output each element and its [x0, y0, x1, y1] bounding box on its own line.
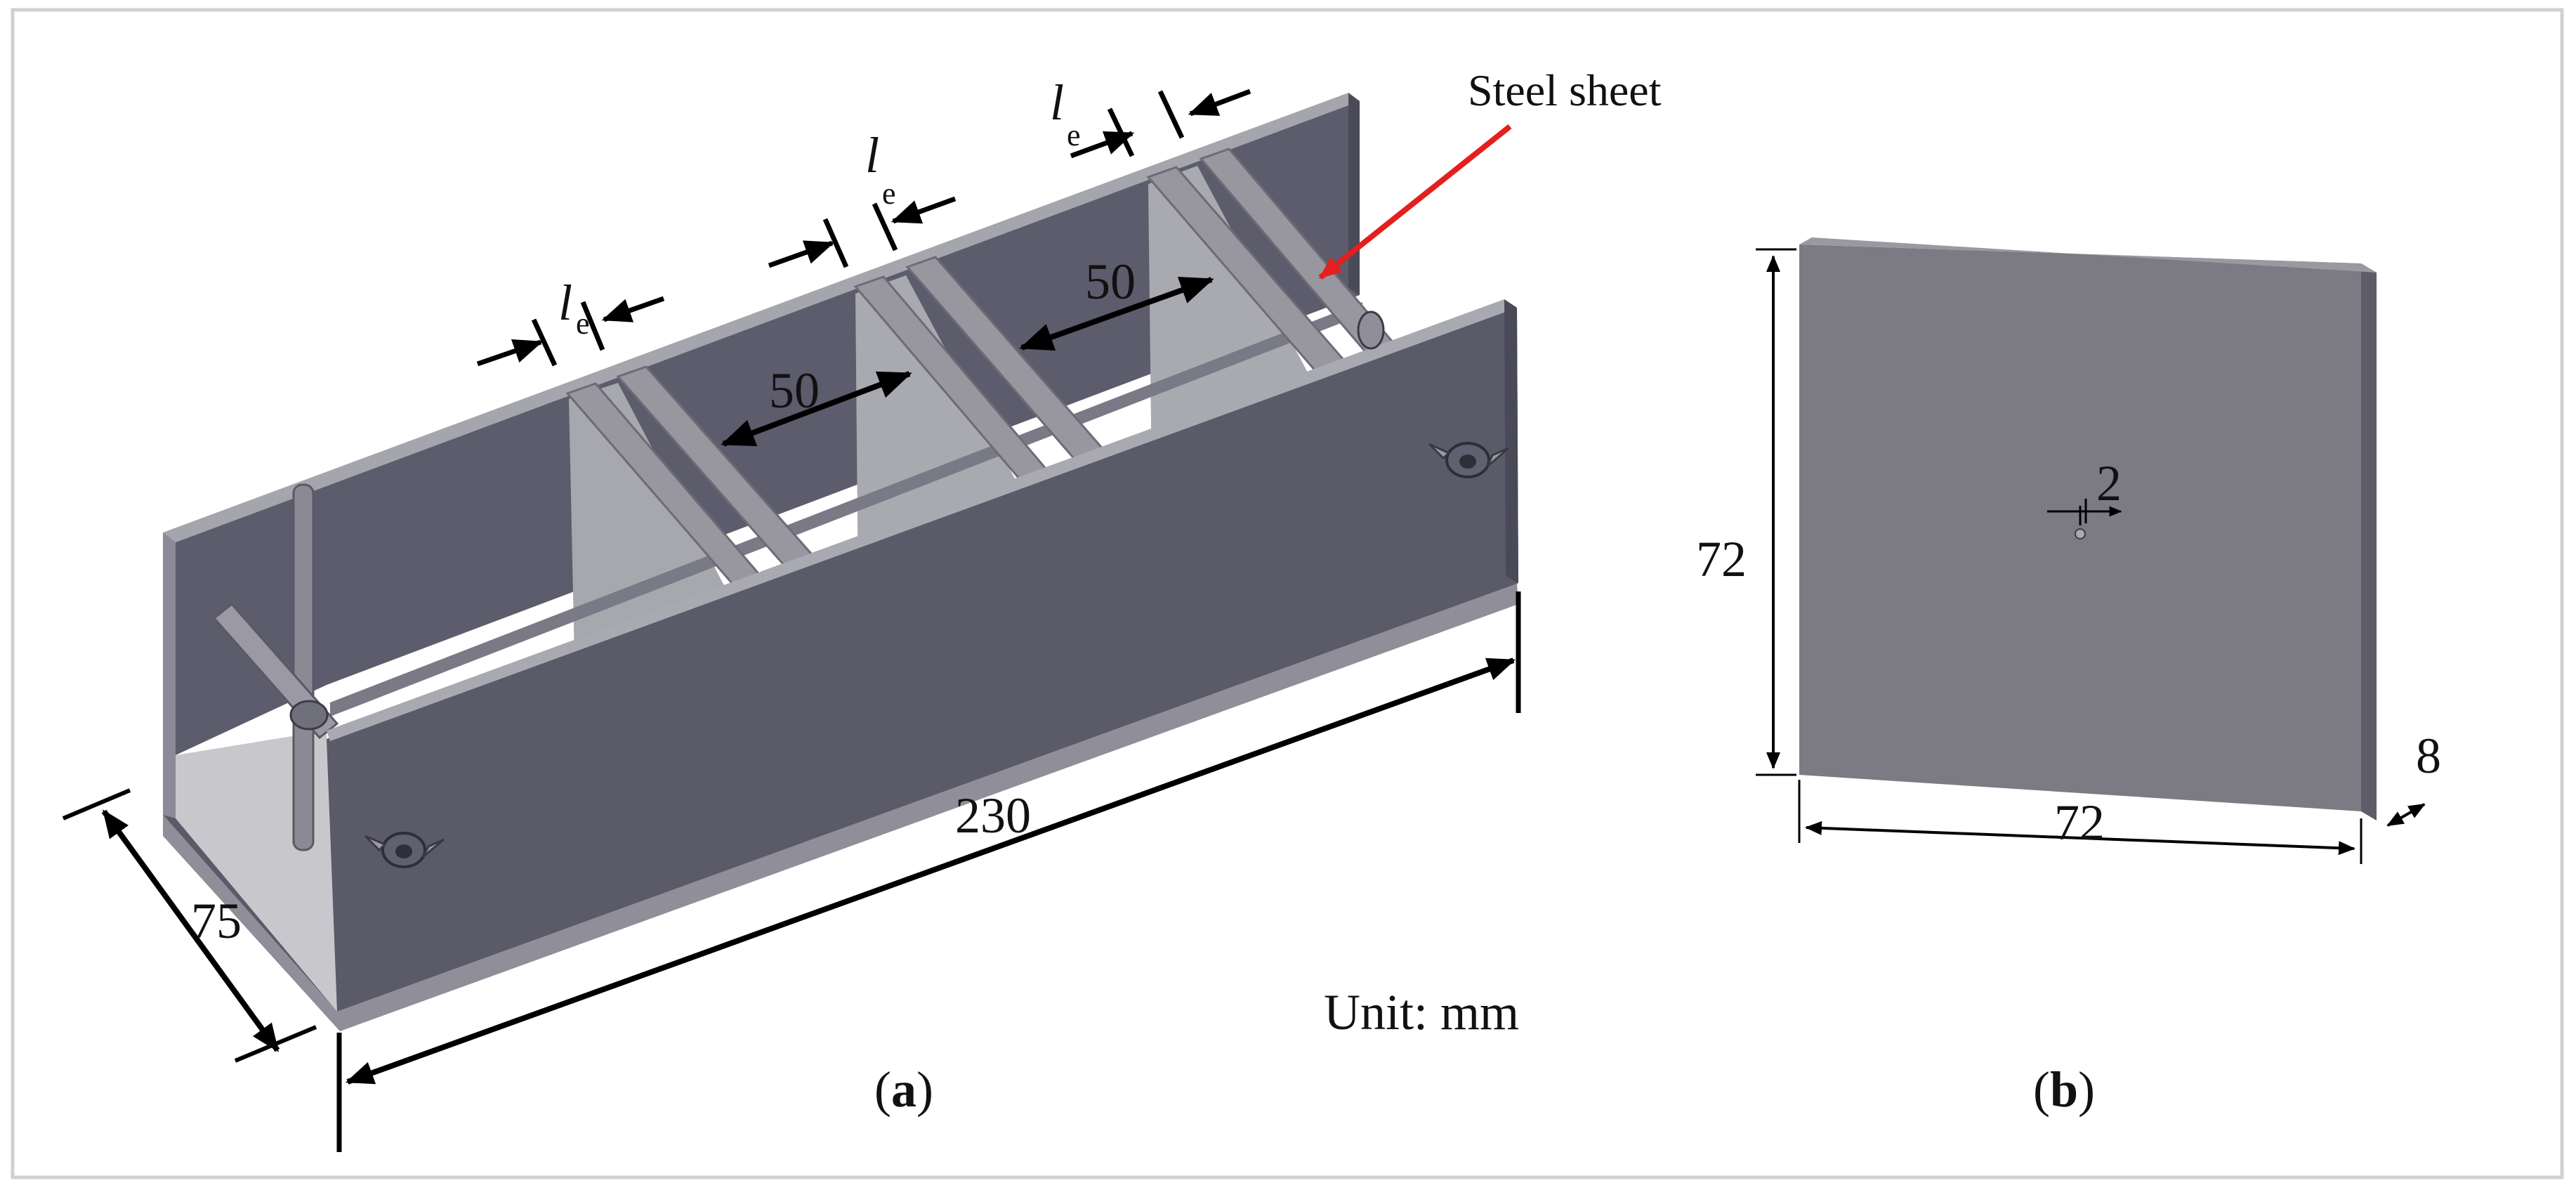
- mold-back-wall-top: [163, 93, 1360, 542]
- plate-face: [1799, 244, 2361, 811]
- thickness-dimension-line: [2386, 803, 2426, 827]
- slot-subscript-1: e: [576, 306, 590, 341]
- steel-sheet-callout-arrow: [1318, 124, 1512, 280]
- slot-dimension-2: [768, 196, 957, 268]
- slot-symbol-3: l: [1050, 74, 1064, 131]
- slot-subscript-2: e: [882, 176, 896, 211]
- spacing-value-2: 50: [1085, 254, 1136, 310]
- panel-b-label: (b): [2033, 1061, 2095, 1118]
- width-dimension-line: [101, 809, 280, 1052]
- spacing-value-1: 50: [769, 362, 820, 419]
- right-rod-end: [1357, 310, 1385, 350]
- length-dimension-line: [345, 658, 1516, 1085]
- length-value: 230: [955, 787, 1031, 844]
- plate-side-edge: [2361, 263, 2377, 820]
- slot-symbol-2: l: [865, 127, 879, 183]
- panel-a-label: (a): [874, 1061, 933, 1118]
- height-value: 72: [1696, 531, 1747, 587]
- mold-left-end-edge: [163, 532, 176, 818]
- thickness-value: 8: [2416, 728, 2441, 784]
- width-extension-top: [62, 788, 131, 820]
- slot-subscript-3: e: [1067, 118, 1081, 152]
- slot-symbol-1: l: [558, 275, 572, 331]
- left-tie-rod: [292, 483, 315, 851]
- mold-right-front-edge: [1504, 299, 1518, 583]
- mold-right-end: [1348, 93, 1360, 295]
- slot-dimension-1: [476, 296, 665, 367]
- figure-frame: [11, 8, 2564, 1179]
- width-value: 75: [191, 893, 242, 949]
- spacing-dimension-2-line: [1019, 277, 1214, 351]
- plate-width-dimension-line: [1805, 820, 2355, 856]
- plate-drawing: [1799, 237, 2377, 820]
- mold-front-wall-top: [327, 299, 1517, 741]
- spacing-dimension-1-line: [721, 371, 912, 447]
- hole-value: 2: [2096, 455, 2122, 511]
- plate-width-value: 72: [2054, 795, 2105, 851]
- left-clamp-nut: [289, 700, 329, 731]
- wing-nut-right: [1428, 442, 1509, 478]
- slot-dimension-3: [1070, 89, 1251, 159]
- plate-center-hole: [2075, 528, 2086, 540]
- steel-sheet-label: Steel sheet: [1468, 65, 1662, 115]
- unit-label: Unit: mm: [1324, 984, 1519, 1040]
- mold-inner-ledge: [330, 302, 1362, 717]
- mold-drawing: [163, 93, 1518, 1031]
- plate-top-edge: [1799, 237, 2377, 273]
